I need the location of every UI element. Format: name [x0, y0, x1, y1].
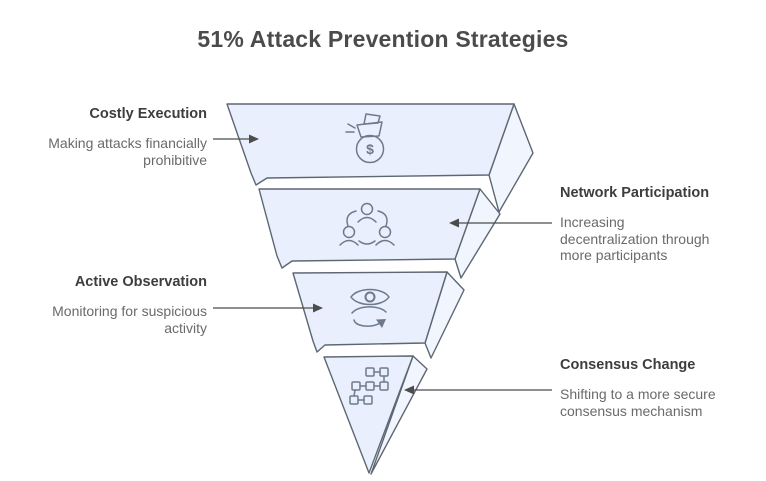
level4-side-face — [370, 355, 428, 475]
label-block-active-observation: Active Observation Monitoring for suspic… — [0, 274, 207, 336]
connector-arrow-network-participation — [449, 218, 552, 228]
consensus-blocks-icon — [349, 367, 389, 405]
page-title: 51% Attack Prevention Strategies — [197, 26, 569, 52]
item-label: Costly Execution — [89, 106, 207, 122]
connector-arrow-costly-execution — [213, 134, 259, 144]
level2-front-face — [258, 188, 481, 269]
label-block-costly-execution: Costly Execution Making attacks financia… — [0, 106, 207, 168]
level4-front-face — [323, 355, 414, 474]
money-bag-icon: $ — [345, 113, 385, 164]
item-label: Network Participation — [560, 185, 710, 201]
level3-front-face — [292, 271, 448, 353]
item-description: Monitoring for suspicious activity — [52, 303, 207, 336]
funnel-level-network-participation — [258, 188, 501, 279]
label-block-consensus-change: Consensus Change Shifting to a more secu… — [560, 357, 766, 419]
funnel-level-active-observation — [292, 271, 465, 359]
connector-arrow-active-observation — [213, 303, 323, 313]
item-label: Consensus Change — [560, 357, 696, 373]
eye-observe-icon — [350, 288, 390, 328]
item-description: Shifting to a more secure consensus mech… — [560, 386, 716, 419]
dollar-symbol: $ — [366, 141, 374, 157]
item-description: Making attacks financially prohibitive — [48, 135, 207, 168]
item-label: Active Observation — [74, 274, 207, 290]
funnel-level-consensus-change — [323, 355, 428, 475]
item-description: Increasing decentralization through more… — [560, 214, 710, 263]
level1-front-face — [226, 103, 515, 186]
connector-arrow-consensus-change — [404, 385, 552, 395]
label-block-network-participation: Network Participation Increasing decentr… — [560, 185, 766, 264]
people-network-icon — [339, 202, 395, 246]
